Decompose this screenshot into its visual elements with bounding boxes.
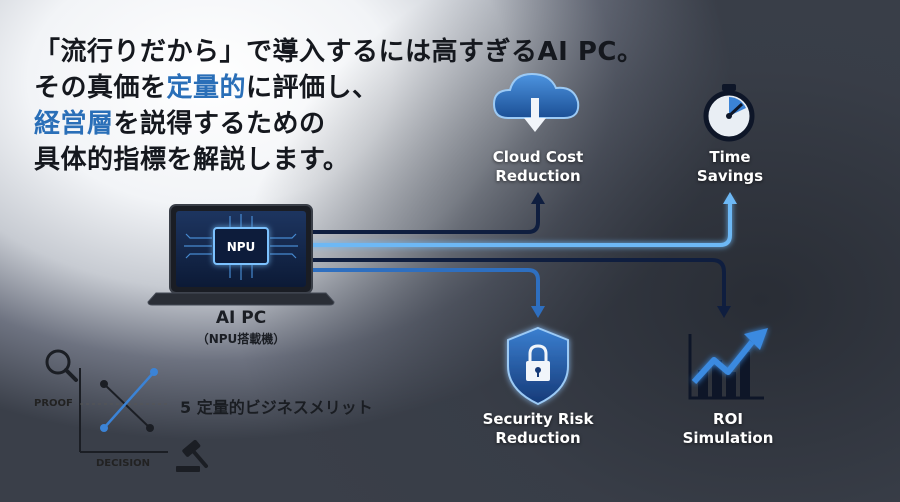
laptop-icon: NPU xyxy=(147,204,335,306)
label-roi-simulation: ROI Simulation xyxy=(682,410,774,447)
gavel-head xyxy=(182,439,201,457)
lock-keyhole-slot xyxy=(537,371,539,377)
flow-arrowheads xyxy=(531,192,737,318)
flow-lines xyxy=(304,198,732,312)
magnifier-icon xyxy=(45,349,78,382)
magnifier-lens xyxy=(45,349,71,375)
stopwatch-icon xyxy=(703,84,755,142)
npu-chip-icon xyxy=(213,227,269,265)
gavel-block xyxy=(176,466,200,472)
flow-line-cloud xyxy=(304,198,540,234)
decision-axis-label: DECISION xyxy=(96,458,150,469)
proof-axis-label: PROOF xyxy=(34,398,73,409)
cloud-arrow-head xyxy=(524,118,546,132)
label-security-risk: Security Risk Reduction xyxy=(482,410,594,447)
growth-chart-icon xyxy=(688,328,768,400)
headline-line-4: 具体的指標を解説します。 xyxy=(34,145,350,175)
chart-line-up xyxy=(103,371,155,429)
cloud-arrow-shaft xyxy=(531,98,539,120)
npu-chip-label: NPU xyxy=(227,240,256,254)
flow-line-time xyxy=(304,198,732,247)
roi-trend-line xyxy=(691,340,755,385)
shield-lock-icon xyxy=(507,326,569,406)
roi-bar-4 xyxy=(740,352,750,398)
headline-line-2-pre: その真価を xyxy=(34,73,167,103)
gavel-handle xyxy=(192,450,208,468)
stopwatch-pivot xyxy=(726,113,732,119)
flow-line-security xyxy=(304,268,540,312)
roi-chart-axes xyxy=(688,334,764,400)
laptop-base xyxy=(147,292,335,306)
headline-accent-executives: 経営層 xyxy=(34,109,114,139)
roi-trend-arrowhead xyxy=(744,328,768,350)
lock-keyhole xyxy=(535,367,541,373)
gavel-icon xyxy=(176,439,208,472)
circuit-traces xyxy=(184,214,298,280)
chart-point-4 xyxy=(150,368,158,376)
cloud-shape xyxy=(492,72,580,119)
headline-line-1: 「流行りだから」で導入するには高すぎるAI PC。 xyxy=(34,37,644,67)
headline-accent-quantitative: 定量的 xyxy=(166,73,247,103)
chart-point-1 xyxy=(100,380,108,388)
chart-line-down xyxy=(103,383,151,429)
device-subtitle: （NPU搭載機） xyxy=(196,332,286,346)
flow-line-roi xyxy=(304,258,726,312)
roi-bar-3 xyxy=(726,372,736,398)
arrowhead-security xyxy=(531,306,545,318)
chart-point-2 xyxy=(146,424,154,432)
roi-bar-1 xyxy=(698,370,708,398)
magnifier-handle xyxy=(64,368,78,382)
label-cloud-cost: Cloud Cost Reduction xyxy=(492,148,584,185)
arrowhead-time xyxy=(723,192,737,204)
lock-shackle xyxy=(528,344,548,362)
headline-line-3: 経営層を説得するための xyxy=(34,106,674,142)
headline-line-3-post: を説得するための xyxy=(113,109,326,139)
cloud-download-icon xyxy=(492,72,580,132)
merit-label: 5 定量的ビジネスメリット xyxy=(180,398,373,417)
device-caption: AI PC （NPU搭載機） xyxy=(166,308,316,347)
roi-bar-2 xyxy=(712,360,722,398)
arrowhead-cloud xyxy=(531,192,545,204)
label-time-savings: Time Savings xyxy=(696,148,764,185)
arrowhead-roi xyxy=(717,306,731,318)
headline-line-2: その真価を定量的に評価し、 xyxy=(34,70,674,106)
chart-point-3 xyxy=(100,424,108,432)
stopwatch-crown xyxy=(722,84,736,91)
device-title: AI PC xyxy=(215,308,267,328)
headline-line-2-post: に評価し、 xyxy=(246,73,379,103)
decision-chart xyxy=(79,368,170,453)
headline: 「流行りだから」で導入するには高すぎるAI PC。 その真価を定量的に評価し、 … xyxy=(34,34,674,178)
